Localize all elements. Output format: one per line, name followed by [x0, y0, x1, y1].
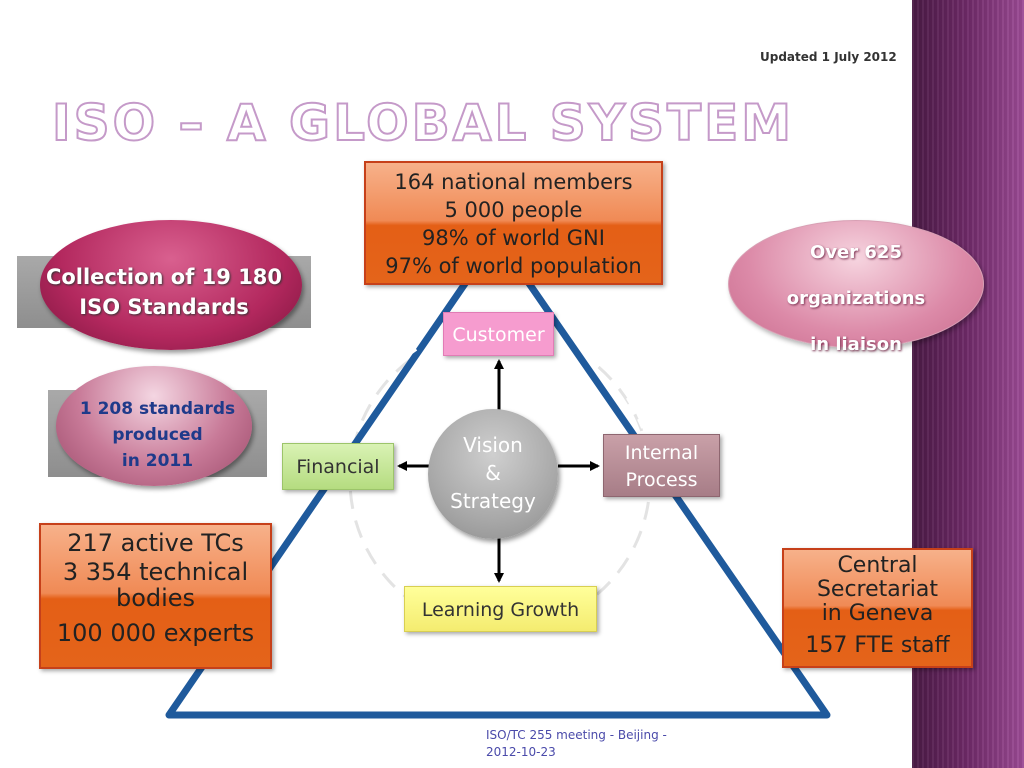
collection-text: Collection of 19 180 ISO Standards: [17, 262, 311, 322]
tcs-line: 3 354 technical: [62, 558, 249, 586]
customer-box: Customer: [443, 312, 554, 356]
collection-ellipse: [40, 220, 302, 350]
vision-strategy-circle: Vision & Strategy: [428, 409, 558, 539]
liaison-text: Over 625 organizations in liaison: [740, 230, 972, 368]
central-secretariat-box: Central Secretariat in Geneva 157 FTE st…: [782, 548, 973, 668]
dashed-arc-right: [578, 342, 648, 432]
produced-text: 1 208 standards produced in 2011: [48, 396, 267, 474]
produced-ellipse: [56, 366, 252, 486]
updated-date: Updated 1 July 2012: [760, 50, 897, 64]
members-line: 98% of world GNI: [422, 226, 605, 250]
vision-line: Vision: [463, 433, 523, 457]
central-line: Central: [837, 553, 918, 578]
internal-line: Process: [625, 469, 698, 491]
central-line: 157 FTE staff: [805, 633, 950, 658]
tcs-line: 217 active TCs: [67, 529, 244, 557]
produced-line: produced: [112, 425, 203, 445]
liaison-ellipse: [728, 220, 984, 348]
liaison-line: organizations: [786, 288, 926, 309]
members-line: 5 000 people: [444, 198, 583, 222]
vision-line: &: [485, 461, 501, 485]
central-line: Secretariat: [816, 577, 939, 602]
tcs-line: bodies: [115, 584, 196, 612]
internal-line: Internal: [624, 442, 699, 464]
technical-committees-box: 217 active TCs 3 354 technical bodies 10…: [39, 523, 272, 669]
vision-line: Strategy: [450, 489, 536, 513]
liaison-line: Over 625: [810, 242, 902, 263]
collection-line: ISO Standards: [79, 295, 249, 319]
members-line: 97% of world population: [385, 254, 642, 278]
members-line: 164 national members: [394, 170, 633, 194]
financial-box: Financial: [282, 443, 394, 490]
produced-line: 1 208 standards: [79, 399, 236, 419]
liaison-line: in liaison: [810, 334, 902, 355]
tcs-line: 100 000 experts: [56, 619, 255, 647]
dashed-arc-left: [347, 342, 422, 432]
slide-title: ISO – A GLOBAL SYSTEM: [51, 93, 794, 153]
footer-text: ISO/TC 255 meeting - Beijing - 2012-10-2…: [486, 728, 667, 759]
central-line: in Geneva: [821, 601, 934, 626]
internal-process-box: Internal Process: [603, 434, 720, 497]
collection-line: Collection of 19 180: [45, 265, 283, 289]
produced-line: in 2011: [121, 451, 194, 471]
members-box: 164 national members 5 000 people 98% of…: [364, 161, 663, 285]
learning-growth-box: Learning Growth: [404, 586, 597, 632]
